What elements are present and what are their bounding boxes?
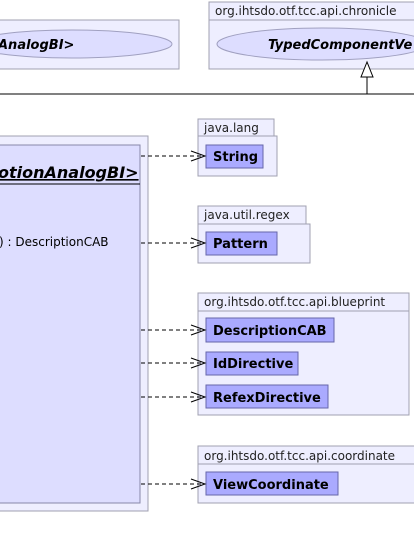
viewcoordinate-class-label: ViewCoordinate	[213, 478, 329, 493]
dependency-iddirective	[141, 357, 207, 369]
class-viewcoordinate[interactable]: ViewCoordinate	[205, 471, 339, 496]
java-lang-name: java.lang	[203, 121, 259, 135]
coordinate-name: org.ihtsdo.otf.tcc.api.coordinate	[204, 449, 395, 463]
dependency-arrowhead-icon	[190, 478, 207, 490]
string-class-box	[205, 144, 264, 169]
typed-component-class-ellipse	[216, 27, 414, 61]
iddirective-class-box	[205, 351, 299, 376]
dependency-descriptioncab	[141, 324, 207, 336]
dependency-arrowhead-icon	[190, 150, 207, 162]
pattern-class-label: Pattern	[213, 237, 268, 252]
string-class-label: String	[213, 150, 258, 165]
class-refexdirective[interactable]: RefexDirective	[205, 384, 329, 409]
class-string[interactable]: String	[205, 144, 264, 169]
typed-component-class-name: TypedComponentVe	[268, 38, 413, 53]
top-left-package: AnalogBI>	[0, 19, 180, 70]
viewcoordinate-class-box	[205, 471, 339, 496]
dependency-viewcoordinate	[141, 478, 207, 490]
blueprint-name: org.ihtsdo.otf.tcc.api.blueprint	[204, 295, 385, 309]
dependency-string	[141, 150, 207, 162]
chronicle-package-name: org.ihtsdo.otf.tcc.api.chronicle	[215, 4, 396, 18]
dependency-pattern	[141, 237, 207, 249]
class-iddirective[interactable]: IdDirective	[205, 351, 299, 376]
top-left-class-ellipse	[0, 29, 173, 59]
top-left-class-name: AnalogBI>	[0, 38, 74, 53]
refexdirective-class-box	[205, 384, 329, 409]
class-descriptioncab[interactable]: DescriptionCAB	[205, 317, 335, 343]
dependency-arrowhead-icon	[190, 237, 207, 249]
java-util-regex-name: java.util.regex	[203, 208, 290, 222]
package-coordinate[interactable]: org.ihtsdo.otf.tcc.api.coordinate ViewCo…	[197, 445, 414, 504]
main-class-box	[0, 144, 141, 504]
refexdirective-class-label: RefexDirective	[213, 391, 321, 406]
generalization-connector	[0, 60, 414, 95]
descriptioncab-class-label: DescriptionCAB	[213, 324, 327, 339]
dependency-arrowhead-icon	[190, 324, 207, 336]
dependency-arrowhead-icon	[190, 391, 207, 403]
main-class-name: otionAnalogBI>	[0, 163, 139, 182]
dependency-refexdirective	[141, 391, 207, 403]
package-blueprint[interactable]: org.ihtsdo.otf.tcc.api.blueprint Descrip…	[197, 292, 410, 416]
package-java-util-regex[interactable]: java.util.regex Pattern	[197, 205, 311, 264]
package-java-lang[interactable]: java.lang String	[197, 118, 278, 177]
pattern-class-box	[205, 231, 278, 256]
main-class[interactable]: otionAnalogBI> ) : DescriptionCAB	[0, 135, 149, 512]
iddirective-class-label: IdDirective	[213, 357, 293, 372]
chronicle-package[interactable]: org.ihtsdo.otf.tcc.api.chronicle TypedCo…	[208, 1, 414, 70]
class-pattern[interactable]: Pattern	[205, 231, 278, 256]
dependency-arrowhead-icon	[190, 357, 207, 369]
main-class-method: ) : DescriptionCAB	[0, 235, 109, 249]
